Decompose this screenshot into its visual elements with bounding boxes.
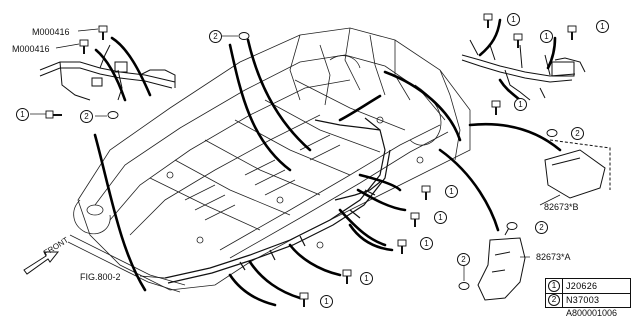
drawing-id: A800001006 [566,308,618,318]
callout-2: 2 [571,127,584,140]
callout-2: 2 [209,30,222,43]
callout-2: 2 [80,110,93,123]
bolt-icon [567,25,577,40]
part-82673b-label: 82673*B [544,202,579,212]
bolt-icon [299,292,309,307]
callout-2: 2 [535,221,548,234]
callout-1: 1 [507,13,520,26]
callout-1: 1 [360,272,373,285]
rear-right-harness-detail [461,39,586,101]
legend-part-code: N37003 [566,295,600,305]
label-leaders [30,28,561,281]
part-82673b-plate [544,139,611,199]
bolt-icon [513,33,523,48]
bolt-icon [342,269,352,284]
bolt-icon [410,212,420,227]
callout-1: 1 [540,30,553,43]
legend-part-code: J20626 [566,281,598,291]
callout-1: 1 [514,98,527,111]
clip-icon [546,129,558,137]
front-direction-arrow-icon [23,251,60,275]
legend-table: 1 J20626 2 N37003 [545,278,631,308]
fasteners [45,13,577,307]
callout-1: 1 [420,237,433,250]
bolt-icon [397,239,407,254]
front-left-harness-detail [39,44,176,101]
part-number-label: M000416 [32,27,70,37]
clip-icon [458,282,470,290]
callout-1: 1 [16,108,29,121]
clip-icon [506,222,518,230]
clip-icon [107,111,119,119]
bolt-icon [45,110,62,119]
bolt-icon [421,185,431,200]
legend-row: 2 N37003 [546,293,630,307]
harness-routing [164,117,391,284]
part-82673a-label: 82673*A [536,252,571,262]
bolt-icon [98,25,108,40]
figure-reference-label: FIG.800-2 [80,272,121,282]
part-number-label: M000416 [12,44,50,54]
legend-number: 1 [548,280,560,292]
callout-1: 1 [596,20,609,33]
legend-row: 1 J20626 [546,279,630,294]
callout-1: 1 [320,295,333,308]
leader-lines [93,18,562,307]
part-82673a-bracket [477,225,526,301]
bolt-icon [79,39,89,54]
bolt-icon [483,13,493,28]
callout-2: 2 [457,253,470,266]
clip-icon [238,32,250,40]
vehicle-floor-body [67,27,471,293]
callout-1: 1 [434,211,447,224]
legend-number: 2 [548,294,560,306]
bolt-icon [491,100,501,115]
callout-1: 1 [445,185,458,198]
